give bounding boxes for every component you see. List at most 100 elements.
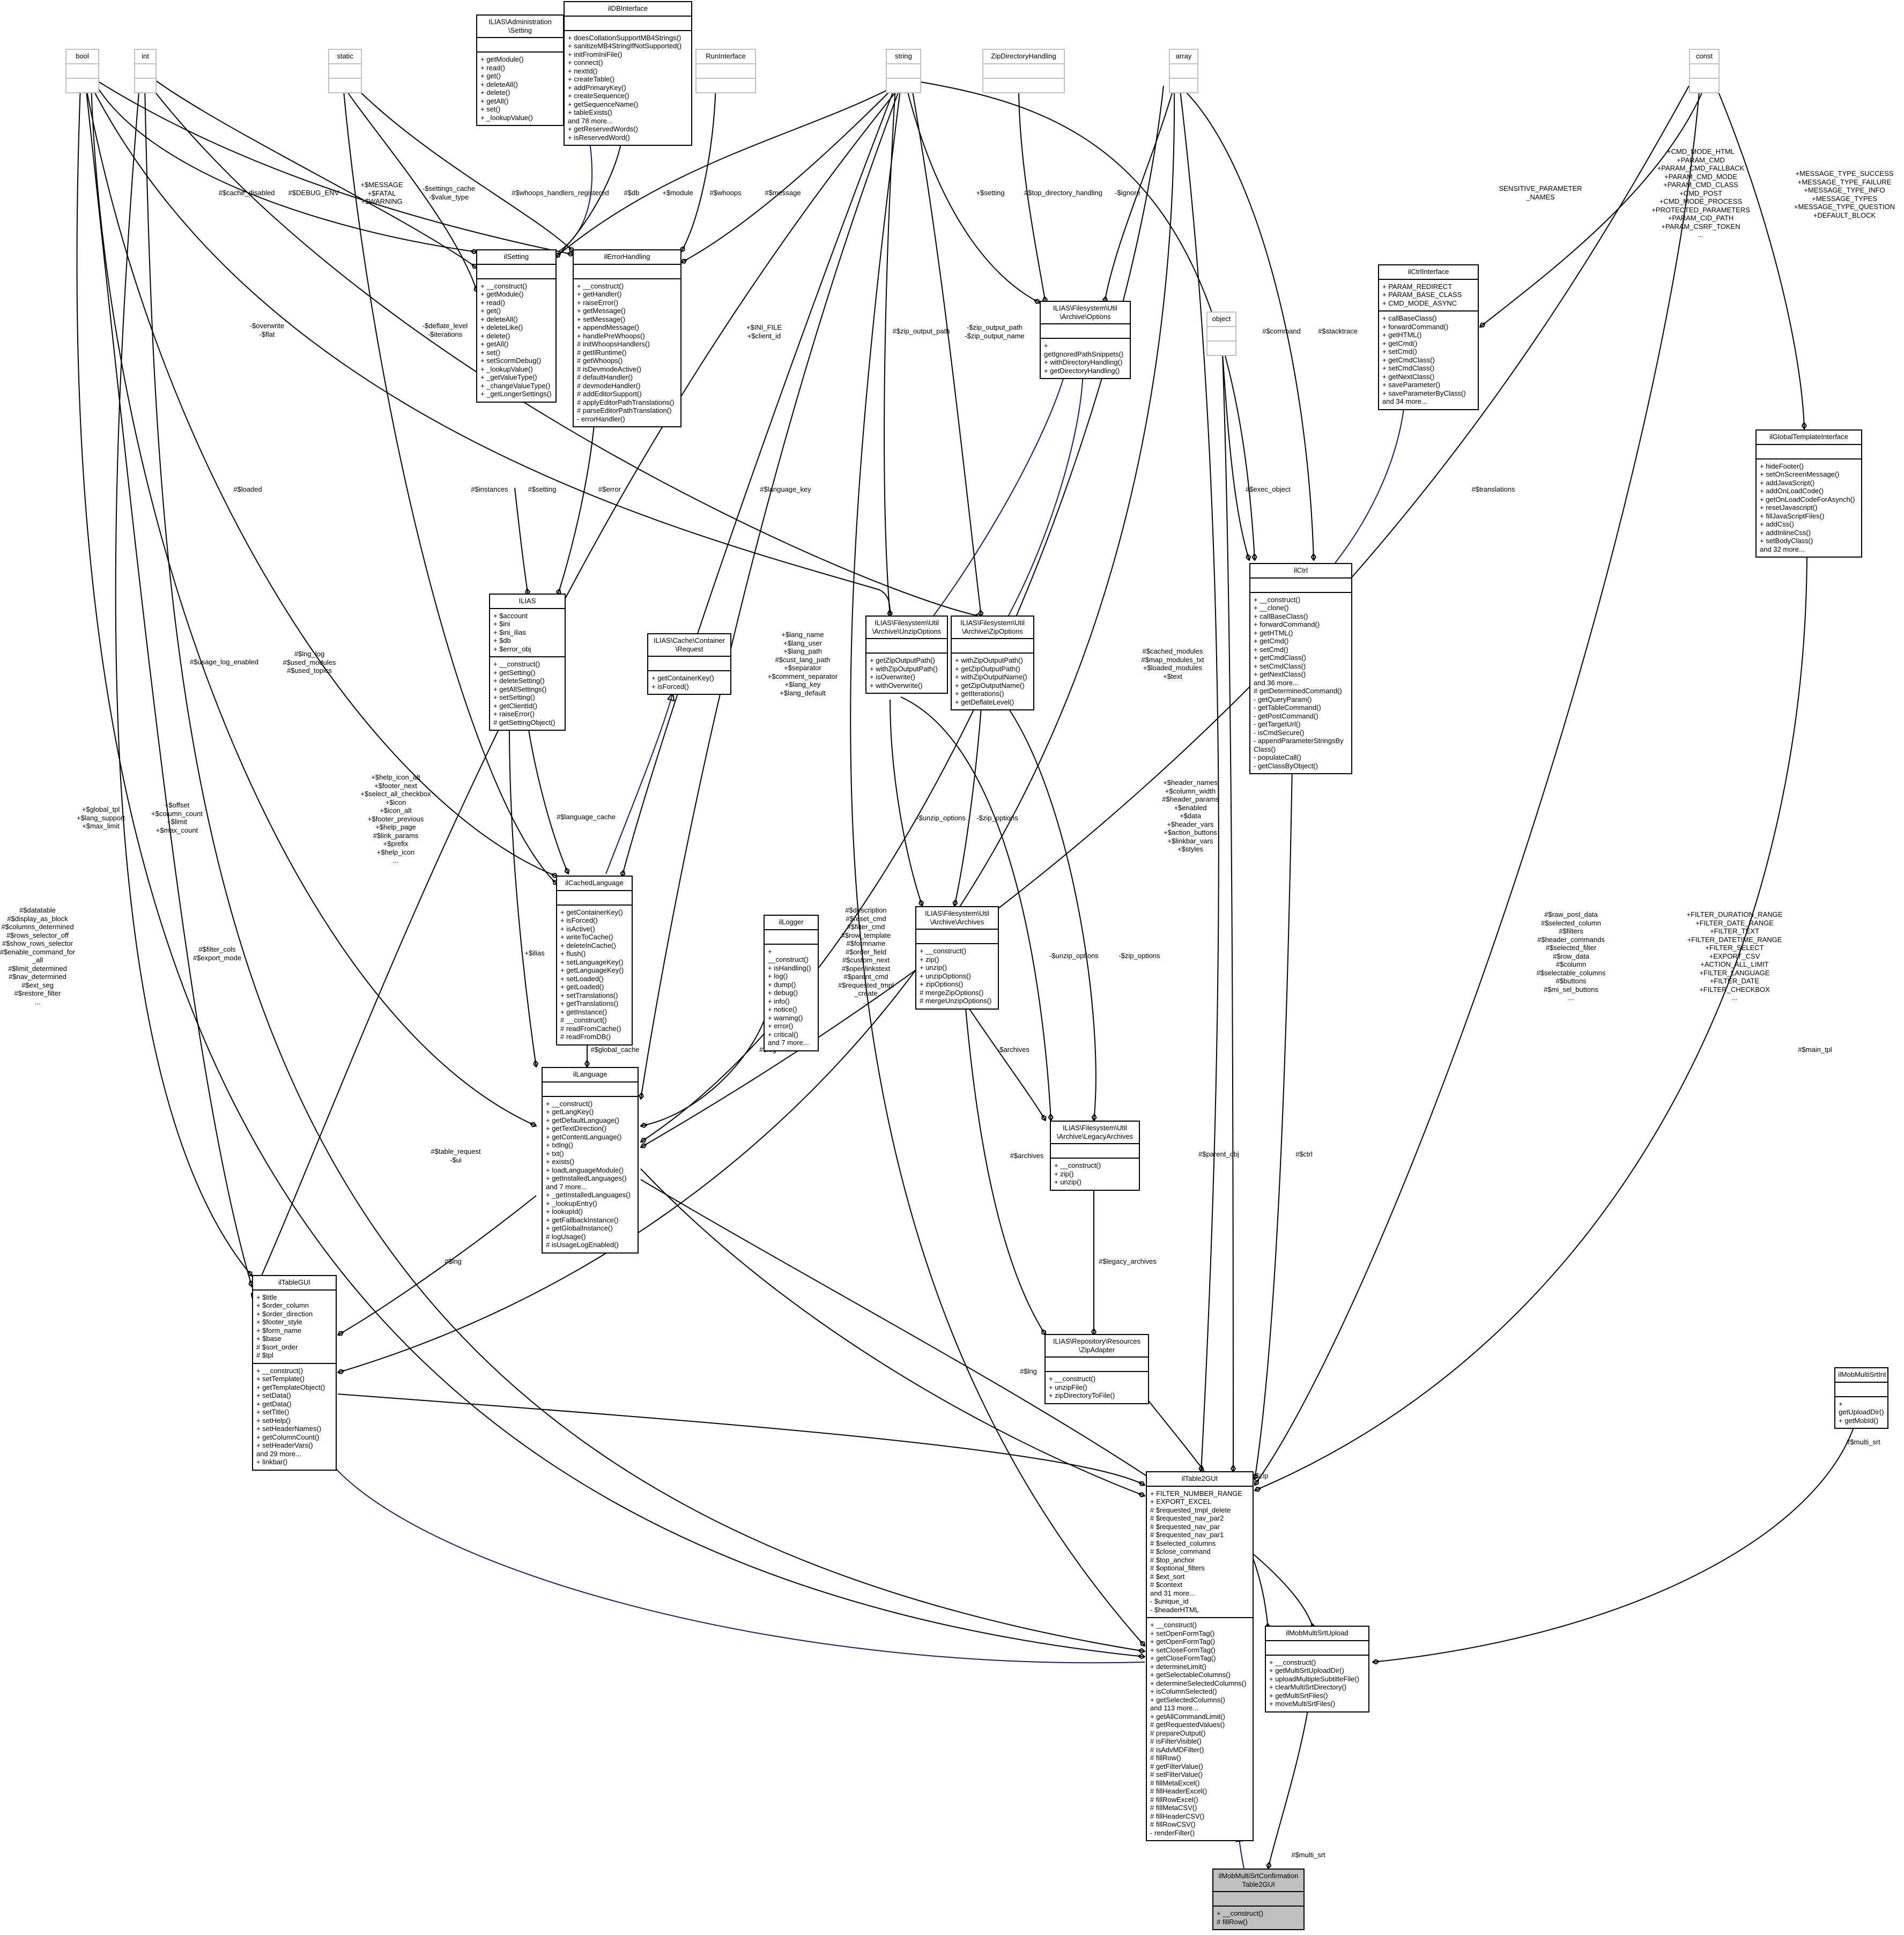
edge-illanguage-iltablegui xyxy=(338,1195,537,1335)
class-name: const xyxy=(1695,52,1713,60)
class-attributes: + FILTER_NUMBER_RANGE+ EXPORT_EXCEL# $re… xyxy=(1147,1485,1253,1618)
method-line: + getCmd() xyxy=(1254,637,1289,645)
method-line: # isAdvMDFilter() xyxy=(1150,1745,1204,1754)
method-line: + __construct() xyxy=(1150,1621,1197,1629)
class-node-static[interactable]: static xyxy=(328,49,362,93)
class-node-ilias[interactable]: ILIAS+ $account+ $ini+ $ini_ilias+ $db+ … xyxy=(489,594,566,731)
edge-label-table-request: #$table_request -$ui xyxy=(431,1147,481,1164)
class-node-legacyarchives[interactable]: ILIAS\Filesystem\Util \Archive\LegacyArc… xyxy=(1050,1121,1140,1191)
edge-label-whoops-registered: #$whoops_handlers_registered xyxy=(512,189,609,197)
class-name: ilErrorHandling xyxy=(604,253,650,261)
class-node-object[interactable]: object xyxy=(1206,312,1236,356)
edge-label-archives-rel: -$archives xyxy=(997,1046,1029,1054)
method-line: + getContentLanguage() xyxy=(546,1132,622,1141)
class-node-illanguage[interactable]: ilLanguage+ __construct()+ getLangKey()+… xyxy=(542,1067,639,1254)
class-attributes xyxy=(565,15,691,30)
class-node-ilerrorhandling[interactable]: ilErrorHandling+ __construct()+ getHandl… xyxy=(573,249,681,427)
edge-unzipoptions-archive-options xyxy=(932,366,1067,617)
class-name: ilCtrl xyxy=(1294,566,1308,574)
method-line: + getUploadDir() xyxy=(1839,1399,1884,1417)
class-node-string[interactable]: string xyxy=(886,49,921,93)
class-node-archive-options[interactable]: ILIAS\Filesystem\Util \Archive\Options+ … xyxy=(1040,301,1131,379)
class-methods xyxy=(1690,77,1718,92)
class-node-cache-request[interactable]: ILIAS\Cache\Container \Request+ getConta… xyxy=(647,633,731,695)
class-node-dbinterface[interactable]: ilDBInterface+ doesCollationSupportMB4St… xyxy=(564,1,692,146)
method-line: + isHandling() xyxy=(768,963,811,972)
edge-unzipoptions-legacyarchives xyxy=(900,696,1051,1121)
class-node-bool[interactable]: bool xyxy=(65,49,99,93)
method-line: # devmodeHandler() xyxy=(577,381,641,390)
method-line: + getZipOutputPath() xyxy=(955,664,1020,673)
attribute-line: + PARAM_REDIRECT xyxy=(1382,282,1453,291)
method-line: + getMultiSrtFiles() xyxy=(1269,1691,1328,1700)
class-node-iltablegui[interactable]: ilTableGUI+ $title+ $order_column+ $orde… xyxy=(252,1275,337,1471)
method-line: + set() xyxy=(480,105,501,113)
class-node-ilctrl[interactable]: ilCtrl+ __construct()+ __clone()+ callBa… xyxy=(1249,563,1352,774)
class-methods xyxy=(1207,340,1235,355)
edge-bool-unzipoptions xyxy=(91,85,890,617)
attribute-line: # $selected_columns xyxy=(1150,1539,1216,1547)
class-node-array[interactable]: array xyxy=(1169,49,1198,93)
method-line: + lookupId() xyxy=(546,1207,583,1215)
method-line: + appendMessage() xyxy=(577,323,639,331)
class-node-ilmobmultisrtint[interactable]: ilMobMultiSrtInt + getUploadDir()+ getMob… xyxy=(1834,1367,1888,1429)
class-node-ilctrlinterface[interactable]: ilCtrlInterface+ PARAM_REDIRECT+ PARAM_B… xyxy=(1378,264,1479,410)
edge-label-setting: +$setting xyxy=(976,189,1005,197)
method-line: + saveParameter() xyxy=(1382,381,1441,389)
class-node-iltable2gui[interactable]: ilTable2GUI+ FILTER_NUMBER_RANGE+ EXPORT… xyxy=(1146,1471,1254,1841)
edge-runinterface-ilerrorhandling xyxy=(681,85,716,252)
method-line: # getIlRuntime() xyxy=(577,348,627,357)
method-line: + getColumnCount() xyxy=(256,1433,320,1441)
class-name: string xyxy=(895,52,912,60)
method-line: + getMobId() xyxy=(1839,1416,1879,1425)
class-node-setting-iface[interactable]: ILIAS\Administration \Setting+ getModule… xyxy=(476,14,564,126)
method-line: # fillHeaderCSV() xyxy=(1150,1812,1205,1820)
class-methods: + __construct()+ zip()+ unzip()+ unzipOp… xyxy=(916,943,998,1009)
class-node-ilcachedlanguage[interactable]: ilCachedLanguage+ getContainerKey()+ isF… xyxy=(556,876,633,1046)
class-methods xyxy=(135,77,155,92)
method-line: - isCmdSecure() xyxy=(1254,728,1305,737)
class-node-zipadapter[interactable]: ILIAS\Repository\Resources \ZipAdapter+ … xyxy=(1044,1334,1149,1404)
class-name: bool xyxy=(76,52,89,60)
method-line: + unzip() xyxy=(920,963,947,972)
class-name: ILIAS\Filesystem\Util \Archive\Options xyxy=(1053,304,1117,321)
class-node-runinterface[interactable]: RunInterface xyxy=(695,49,756,93)
class-attributes xyxy=(983,63,1064,78)
method-line: + setOpenFormTag() xyxy=(1150,1629,1215,1637)
class-methods xyxy=(983,77,1064,92)
method-line: + setCmd() xyxy=(1254,645,1288,654)
attribute-line: # $ext_sort xyxy=(1150,1572,1185,1581)
class-node-zipoptions[interactable]: ILIAS\Filesystem\Util \Archive\ZipOption… xyxy=(951,616,1034,710)
method-line: # fillMetaExcel() xyxy=(1150,1778,1200,1787)
class-methods: + getUploadDir()+ getMobId() xyxy=(1835,1396,1887,1428)
edge-label-filter-cols: #$filter_cols #$export_mode xyxy=(192,945,242,962)
method-line: and 7 more... xyxy=(546,1182,587,1191)
edge-label-ignore: -$ignore xyxy=(1115,189,1140,197)
class-attributes xyxy=(916,929,998,943)
class-node-unzipoptions[interactable]: ILIAS\Filesystem\Util \Archive\UnzipOpti… xyxy=(865,616,948,694)
class-node-confirmation[interactable]: ilMobMultiSrtConfirmation Table2GUI+ __c… xyxy=(1212,1869,1305,1930)
class-name: ilMobMultiSrtInt xyxy=(1838,1370,1886,1378)
method-line: + __construct() xyxy=(577,281,624,290)
method-line: + getGlobalInstance() xyxy=(546,1224,613,1232)
class-node-ilglobaltemplate[interactable]: ilGlobalTemplateInterface+ hideFooter()+… xyxy=(1755,429,1862,558)
class-node-ilmobmultisrtupload[interactable]: ilMobMultiSrtUpload+ __construct()+ getM… xyxy=(1265,1626,1369,1712)
method-line: + _lookupValue() xyxy=(480,113,533,122)
class-node-illogger[interactable]: ilLogger+ __construct()+ isHandling()+ l… xyxy=(764,915,819,1051)
method-line: + getOpenFormTag() xyxy=(1150,1637,1216,1645)
class-node-zipdirhandling[interactable]: ZipDirectoryHandling xyxy=(982,49,1065,93)
class-node-ilsetting[interactable]: ilSetting+ __construct()+ getModule()+ r… xyxy=(476,249,557,403)
method-line: + getLoaded() xyxy=(560,983,604,991)
method-line: + isForced() xyxy=(651,682,689,691)
class-attributes xyxy=(477,263,555,278)
class-node-archives[interactable]: ILIAS\Filesystem\Util \Archive\Archives+… xyxy=(915,906,999,1010)
class-methods: + hideFooter()+ setOnScreenMessage()+ ad… xyxy=(1757,458,1861,557)
class-node-const[interactable]: const xyxy=(1689,49,1720,93)
method-line: + getAllSettings() xyxy=(493,685,547,693)
class-name: ilTableGUI xyxy=(278,1278,310,1286)
method-line: # isUsageLogEnabled() xyxy=(546,1241,619,1249)
class-node-int[interactable]: int xyxy=(134,49,157,93)
edge-label-header-names: +$header_names +$column_width #$header_p… xyxy=(1162,779,1219,853)
method-line: # prepareOutput() xyxy=(1150,1729,1206,1737)
